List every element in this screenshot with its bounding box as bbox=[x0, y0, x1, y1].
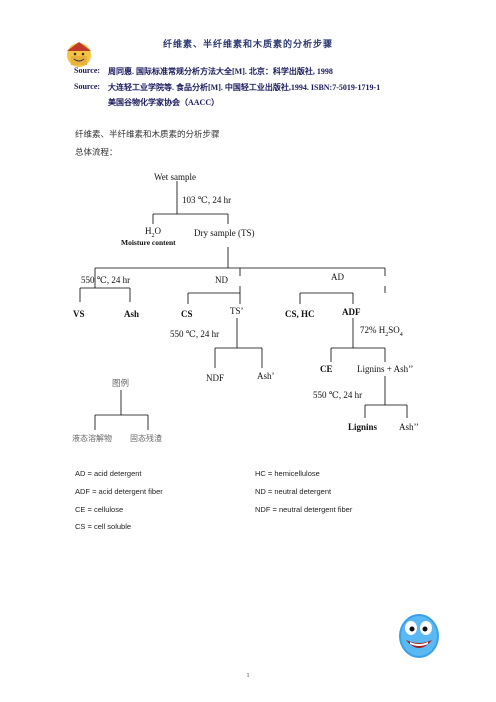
node-adf: ADF bbox=[342, 307, 361, 317]
abbr-ce: CE = cellulose bbox=[75, 505, 124, 514]
condition-550c-1: 550 ℃, 24 hr bbox=[81, 275, 131, 285]
intro-line-2: 总体流程： bbox=[75, 147, 118, 157]
node-dry-sample: Dry sample (TS) bbox=[194, 228, 255, 238]
node-moisture-content: Moisture content bbox=[121, 238, 176, 247]
abbr-ndf: NDF = neutral detergent fiber bbox=[255, 505, 353, 514]
source-text-1: 周同惠. 国际标准常规分析方法大全[M]. 北京：科学出版社, 1998 bbox=[108, 67, 333, 76]
h2o-o: O bbox=[154, 226, 162, 236]
node-lignins-ash: Lignins + Ash’’ bbox=[357, 364, 414, 374]
cartoon-logo-icon bbox=[62, 38, 96, 70]
source-text-2: 大连轻工业学院等. 食品分析[M]. 中国轻工业出版社,1994. ISBN:7… bbox=[108, 83, 381, 92]
node-cs: CS bbox=[181, 309, 193, 319]
node-ts-prime: TS’ bbox=[230, 306, 244, 316]
condition-550c-2: 550 ℃, 24 hr bbox=[170, 329, 220, 339]
smiley-face-icon bbox=[396, 610, 442, 660]
node-ash-double-prime: Ash’’ bbox=[399, 422, 419, 432]
legend-title: 图例 bbox=[112, 378, 130, 388]
node-ad: AD bbox=[331, 272, 344, 282]
node-ce: CE bbox=[320, 364, 333, 374]
abbr-ad: AD = acid detergent bbox=[75, 469, 142, 478]
page-number: 1 bbox=[246, 673, 250, 679]
reagent-sub-1: 2 bbox=[385, 331, 389, 338]
abbr-nd: ND = neutral detergent bbox=[255, 487, 332, 496]
node-ndf: NDF bbox=[206, 373, 225, 383]
node-vs: VS bbox=[73, 309, 85, 319]
node-cs-hc: CS, HC bbox=[285, 309, 315, 319]
abbr-adf: ADF = acid detergent fiber bbox=[75, 487, 163, 496]
source-label-2: Source: bbox=[74, 82, 101, 91]
reagent-72-h2so4: 72% H2SO4 bbox=[360, 325, 403, 338]
node-ash-prime: Ash’ bbox=[257, 371, 275, 381]
source-label-1: Source: bbox=[74, 66, 101, 75]
source-text-3: 美国谷物化学家协会（AACC） bbox=[108, 98, 220, 107]
node-wet-sample: Wet sample bbox=[154, 172, 197, 182]
legend-liquid: 液态溶解物 bbox=[72, 434, 112, 443]
condition-550c-3: 550 ℃, 24 hr bbox=[313, 390, 363, 400]
node-ash: Ash bbox=[124, 309, 140, 319]
node-nd: ND bbox=[215, 275, 228, 285]
reagent-part-2: SO bbox=[388, 325, 400, 335]
reagent-part-1: 72% H bbox=[360, 325, 386, 335]
reagent-sub-2: 4 bbox=[399, 331, 403, 338]
h2o-h: H bbox=[145, 226, 152, 236]
intro-line-1: 纤维素、半纤维素和木质素的分析步骤 bbox=[75, 129, 220, 139]
abbr-cs: CS = cell soluble bbox=[75, 522, 132, 531]
condition-103c: 103 ℃, 24 hr bbox=[182, 195, 232, 205]
h2o-subscript: 2 bbox=[151, 232, 155, 239]
abbr-hc: HC = hemicellulose bbox=[255, 469, 320, 478]
page-header-title: 纤维素、半纤维素和木质素的分析步骤 bbox=[162, 39, 333, 49]
legend-solid: 固态残渣 bbox=[130, 434, 162, 443]
node-lignins: Lignins bbox=[348, 422, 378, 432]
node-h2o: H2O bbox=[145, 226, 161, 239]
